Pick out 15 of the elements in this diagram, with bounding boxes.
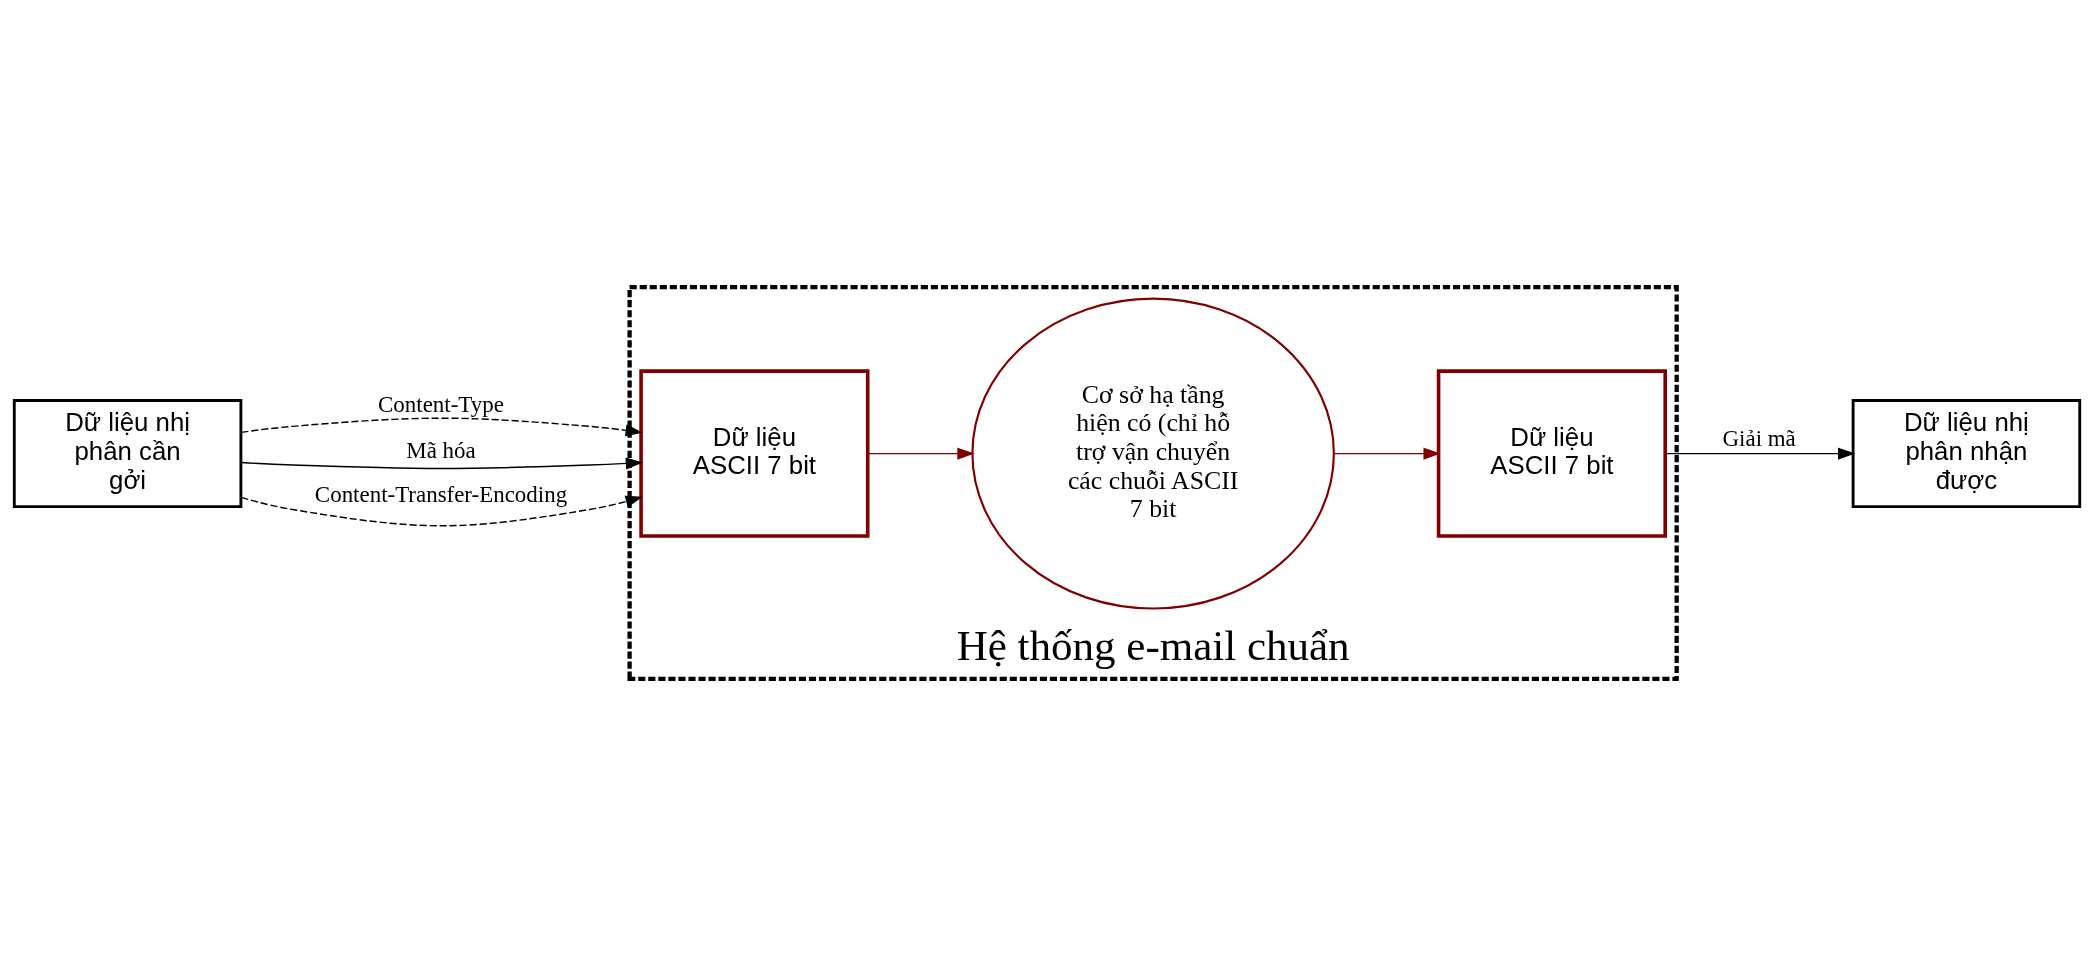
arrow [240,416,643,436]
edge-label: Content-Transfer-Encoding [314,481,568,507]
edge-label: Content-Type [378,391,504,417]
arrow [1333,447,1441,460]
arrow [240,456,644,469]
node-box: Dữ liệu nhị phân nhận được [1851,398,2082,508]
node-box: Dữ liệu ASCII 7 bit [1436,368,1667,538]
arrow [240,495,643,526]
node-ellipse: Cơ sở hạ tầng hiện có (chỉ hỗ trợ vận chuyển các chuỗi ASCII 7 bit [971,297,1335,610]
edge-label: Mã hóa [406,437,476,463]
arrow [867,447,975,460]
node-box: Dữ liệu nhị phân cần gởi [12,398,243,508]
node-box: Dữ liệu ASCII 7 bit [639,368,870,538]
edge-label: Giải mã [1722,425,1796,451]
arrow [1664,447,1856,460]
